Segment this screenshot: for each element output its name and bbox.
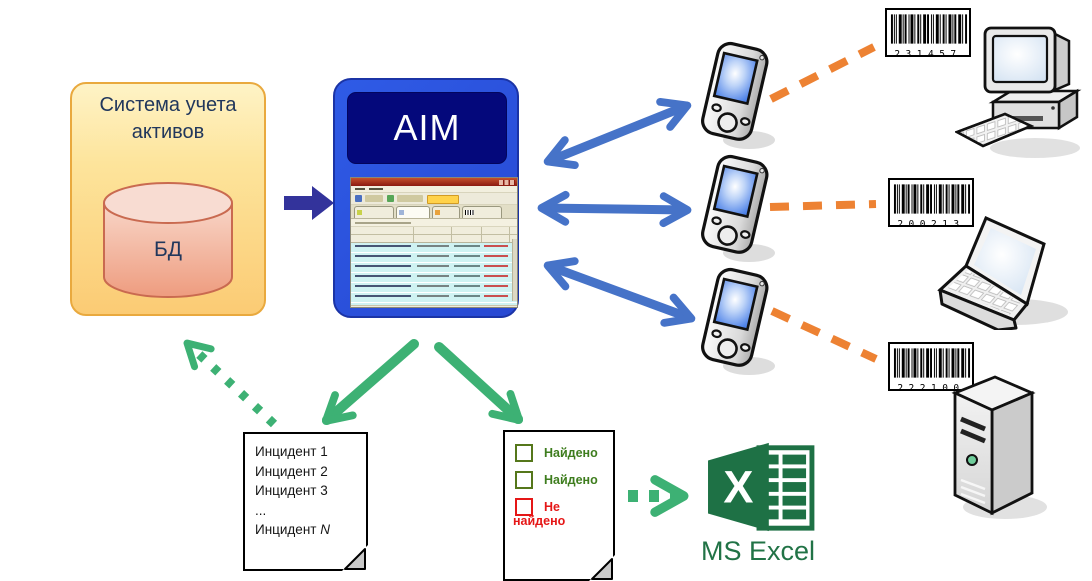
app-window-buttons: [499, 179, 515, 185]
barcode-3: 222100: [888, 342, 974, 394]
barcode-1: 231457: [885, 8, 971, 60]
pda-icon-1: [701, 41, 775, 149]
sync-arrow-pda2: [537, 190, 692, 228]
incident-line: Инцидент 3: [255, 483, 328, 498]
desktop-screen: [991, 34, 1049, 84]
pda-screen: [712, 277, 759, 332]
report-arrow-checklist: [434, 342, 524, 424]
page-fold: [589, 555, 615, 581]
app-titlebar: [351, 178, 517, 186]
pda-icon-3: [701, 267, 775, 375]
aim-app-screenshot: [350, 177, 518, 308]
check-item-found: Найдено: [515, 471, 605, 489]
app-tab-strip: [351, 205, 517, 219]
incident-ellipsis: ...: [255, 502, 267, 518]
pda-screen: [712, 164, 759, 219]
checkbox-green-icon: [515, 471, 533, 489]
checkbox-green-icon: [515, 444, 533, 462]
toolbar-icon: [397, 195, 423, 202]
database-label: БД: [153, 238, 182, 261]
sync-arrow-pda3: [543, 257, 696, 327]
laptop-screen: [974, 228, 1036, 295]
incident-line: Инцидент 1: [255, 444, 328, 459]
check-label: Не: [544, 500, 560, 514]
aim-title: AIM: [347, 92, 507, 164]
report-arrow-incidents: [321, 339, 419, 425]
desktop-keyboard: [955, 112, 1035, 148]
arrow-db-to-aim: [284, 186, 334, 220]
app-scrollbar: [512, 239, 517, 301]
incident-document: Инцидент 1 Инцидент 2 Инцидент 3 ... Инц…: [243, 432, 368, 571]
check-label-wrapped: найдено: [513, 514, 566, 528]
database-cylinder: [103, 182, 233, 298]
check-label: Найдено: [544, 446, 598, 460]
excel-label: MS Excel: [700, 536, 816, 566]
app-menubar: [351, 186, 517, 193]
excel-x-letter: X: [723, 462, 753, 513]
toolbar-icon: [365, 195, 383, 202]
barcode-2: 200213: [888, 178, 974, 230]
toolbar-icon: [355, 195, 362, 202]
excel-icon: X: [708, 442, 815, 532]
barcode-digits: 231457: [894, 49, 962, 60]
scan-link-barcode2: [769, 200, 877, 211]
checkbox-red-icon: [515, 498, 533, 516]
scan-link-barcode1: [769, 43, 876, 103]
laptop-icon: [937, 216, 1068, 330]
barcode-digits: 222100: [897, 383, 965, 394]
server-icon: [951, 375, 1047, 519]
laptop-keyboard: [948, 270, 1022, 315]
check-item-not-found: Не: [515, 498, 605, 516]
toolbar-icon: [387, 195, 394, 202]
incident-line: Инцидент 2: [255, 463, 328, 479]
incident-line-n: Инцидент N: [255, 522, 330, 537]
pda-icon-2: [701, 154, 775, 262]
toolbar-highlighted-icon: [427, 195, 459, 204]
pda-screen: [712, 51, 759, 106]
checklist-document: Найдено Найдено Не найдено: [503, 430, 615, 581]
asset-system-title: Система учета активов: [99, 94, 237, 143]
barcode-digits: 200213: [897, 219, 965, 230]
check-item-found: Найдено: [515, 444, 605, 462]
scan-link-barcode3: [770, 307, 878, 363]
feedback-arrow-to-system: [183, 339, 278, 428]
app-table-rows: [351, 243, 517, 305]
app-statusbar: [351, 305, 517, 307]
app-toolbar: [351, 193, 517, 205]
check-label: Найдено: [544, 473, 598, 487]
page-fold: [342, 545, 368, 571]
app-table-header: [351, 227, 517, 243]
app-info-bar: [351, 219, 517, 227]
desktop-computer-icon: [955, 26, 1082, 158]
server-power-led: [966, 454, 978, 466]
sync-arrow-pda1: [543, 97, 692, 170]
